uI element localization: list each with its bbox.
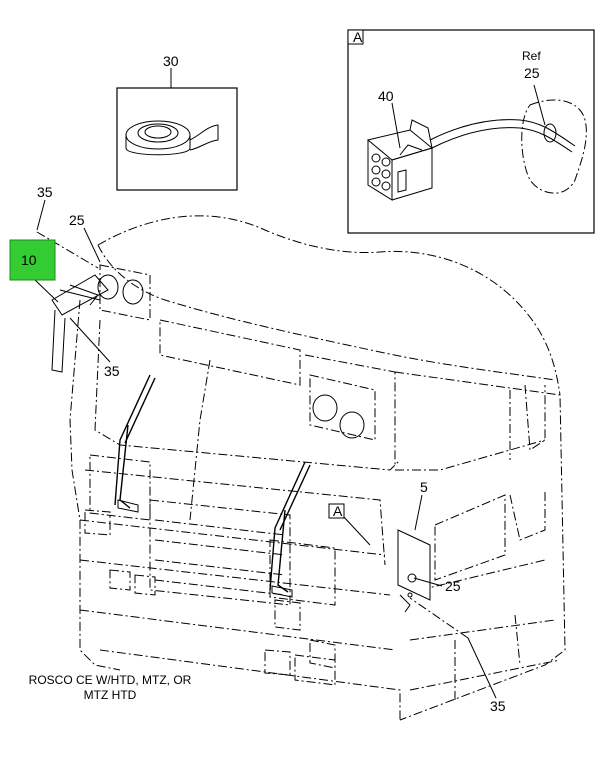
callout-35-bottom[interactable]: 35 (490, 698, 506, 714)
callout-10[interactable]: 10 (21, 252, 37, 268)
detail-a-pointer-box (328, 503, 345, 519)
right-mirror-assembly (397, 529, 431, 613)
marker-lamps (97, 274, 365, 439)
bus-front-outline (69, 215, 566, 721)
callout-5[interactable]: 5 (420, 479, 428, 495)
detail-a-box (347, 29, 595, 234)
leader-lines (34, 68, 546, 699)
wiper-left (114, 374, 156, 513)
callout-35-left[interactable]: 35 (104, 363, 120, 379)
wiper-right (269, 461, 311, 598)
part-10-highlight[interactable] (9, 239, 56, 281)
callout-25-detail[interactable]: 25 (524, 65, 540, 81)
detail-a-pointer-tag: A (333, 503, 343, 519)
detail-a-tag: A (353, 29, 363, 45)
callout-40[interactable]: 40 (378, 88, 394, 104)
note-line-2: MTZ HTD (84, 688, 137, 702)
callout-25-top[interactable]: 25 (69, 212, 85, 228)
callout-25-right[interactable]: 25 (445, 578, 461, 594)
left-mirror-assembly (51, 274, 109, 373)
callout-30[interactable]: 30 (163, 53, 179, 69)
callout-35-top[interactable]: 35 (37, 184, 53, 200)
detail-30-box (116, 87, 238, 191)
ref-label: Ref (522, 49, 541, 63)
note-line-1: ROSCO CE W/HTD, MTZ, OR (29, 673, 192, 687)
